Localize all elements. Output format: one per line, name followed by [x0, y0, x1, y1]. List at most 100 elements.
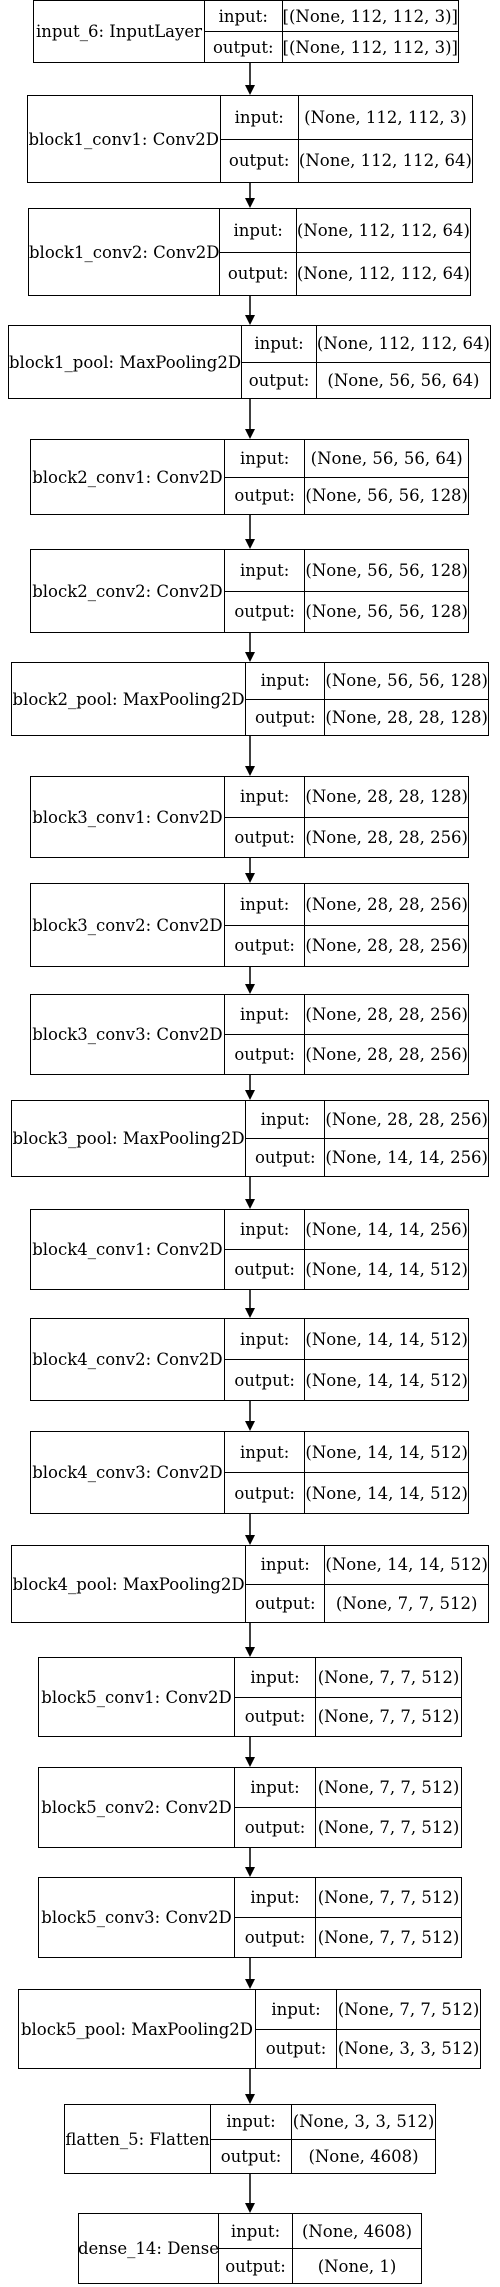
layer-name: block3_conv3: Conv2D: [31, 995, 225, 1074]
output-label: output:: [228, 151, 290, 171]
arrowhead: [245, 2094, 255, 2104]
output-shape: (None, 7, 7, 512): [317, 1928, 460, 1947]
input-label: input:: [246, 1546, 325, 1585]
input-shape: (None, 28, 28, 256): [305, 884, 468, 926]
layer-name: block4_conv3: Conv2D: [31, 1432, 225, 1513]
shape-values: (None, 112, 112, 3)(None, 112, 112, 64): [298, 96, 472, 182]
input-label: input:: [220, 96, 298, 140]
port-labels: input:output:: [235, 1658, 316, 1736]
layer-name: block1_conv2: Conv2D: [29, 209, 221, 295]
layer-name: block5_conv3: Conv2D: [39, 1878, 235, 1957]
output-label: output:: [265, 2039, 327, 2059]
input-shape: (None, 28, 28, 256): [325, 1101, 488, 1139]
output-label: output:: [244, 1928, 306, 1947]
arrowhead: [245, 1199, 255, 1209]
arrowhead: [245, 1757, 255, 1767]
shape-values: (None, 56, 56, 128)(None, 56, 56, 128): [305, 550, 468, 632]
layer-name: block3_pool: MaxPooling2D: [12, 1101, 247, 1176]
output-label: output:: [234, 602, 295, 622]
shape-values: (None, 28, 28, 256) (None, 28, 28, 256): [305, 884, 468, 966]
input-shape: [(None, 112, 112, 3)]: [282, 1, 458, 32]
shape-values: (None, 28, 28, 256)(None, 28, 28, 256): [305, 995, 468, 1074]
port-labels: input:output:: [204, 1, 283, 62]
input-label: input:: [235, 1768, 315, 1808]
output-label: output:: [234, 936, 295, 956]
shape-values: (None, 14, 14, 512)(None, 14, 14, 512): [305, 1432, 468, 1513]
shape-values: [(None, 112, 112, 3)] [(None, 112, 112, 3…: [282, 1, 458, 62]
input-label: input:: [224, 1210, 305, 1250]
output-shape: [(None, 112, 112, 3)]: [282, 37, 458, 57]
output-label: output:: [234, 1370, 295, 1390]
layer-name: block3_conv2: Conv2D: [31, 884, 225, 966]
input-label: input:: [224, 1319, 305, 1360]
output-label: output:: [234, 827, 295, 847]
output-label: output:: [234, 1045, 295, 1064]
output-label: output:: [225, 2256, 286, 2276]
input-shape: (None, 7, 7, 512): [316, 1658, 461, 1698]
output-shape: (None, 28, 28, 256): [305, 827, 468, 847]
output-shape: (None, 14, 14, 512): [305, 1260, 468, 1279]
input-label: input:: [242, 326, 316, 363]
input-shape: (None, 14, 14, 512): [305, 1432, 468, 1473]
arrowhead: [245, 539, 255, 549]
port-labels: input: output:: [224, 995, 306, 1074]
arrowhead: [245, 1867, 255, 1877]
port-labels: input:output:: [220, 209, 297, 295]
input-label: input:: [224, 884, 305, 926]
input-label: input:: [224, 440, 305, 478]
output-shape: (None, 56, 56, 64): [327, 370, 480, 390]
layer-name: block4_pool: MaxPooling2D: [12, 1546, 247, 1622]
input-shape: (None, 4608): [293, 2214, 421, 2249]
arrowhead: [245, 1535, 255, 1545]
shape-values: (None, 7, 7, 512)(None, 3, 3, 512): [337, 1990, 480, 2068]
input-shape: (None, 112, 112, 3): [298, 96, 472, 140]
output-shape: (None, 7, 7, 512): [317, 1707, 460, 1727]
arrowhead: [245, 198, 255, 208]
port-labels: input:output:: [242, 326, 317, 398]
port-labels: input:output:: [211, 2105, 292, 2173]
input-shape: (None, 112, 112, 64): [316, 326, 490, 363]
output-shape: (None, 56, 56, 128): [305, 486, 468, 506]
shape-values: (None, 7, 7, 512)(None, 7, 7, 512): [316, 1878, 461, 1957]
arrowhead: [245, 1979, 255, 1989]
layer-name: dense_14: Dense: [78, 2214, 219, 2283]
arrowhead: [245, 2203, 255, 2213]
output-label: output:: [244, 1707, 306, 1727]
arrowhead: [245, 1647, 255, 1657]
output-shape: (None, 28, 28, 256): [305, 936, 468, 956]
port-labels: input: output:: [224, 1319, 306, 1400]
input-shape: (None, 56, 56, 128): [305, 550, 468, 592]
input-label: input:: [256, 1990, 336, 2030]
output-shape: (None, 4608): [308, 2146, 419, 2166]
input-shape: (None, 7, 7, 512): [316, 1768, 461, 1808]
arrowhead: [245, 1421, 255, 1431]
shape-values: (None, 14, 14, 512)(None, 7, 7, 512): [325, 1546, 488, 1622]
shape-values: (None, 14, 14, 256)(None, 14, 14, 512): [305, 1210, 468, 1289]
layer-name: block1_pool: MaxPooling2D: [9, 326, 243, 398]
arrowhead: [245, 1308, 255, 1318]
input-shape: (None, 7, 7, 512): [337, 1990, 480, 2030]
port-labels: input: output:: [224, 884, 306, 966]
input-label: input:: [204, 1, 282, 32]
output-label: output:: [254, 1148, 316, 1167]
output-shape: (None, 7, 7, 512): [317, 1818, 460, 1837]
input-label: input:: [224, 1432, 305, 1473]
output-label: output:: [234, 486, 295, 506]
arrowhead: [245, 984, 255, 994]
arrowhead: [245, 652, 255, 662]
input-label: input:: [224, 995, 305, 1035]
